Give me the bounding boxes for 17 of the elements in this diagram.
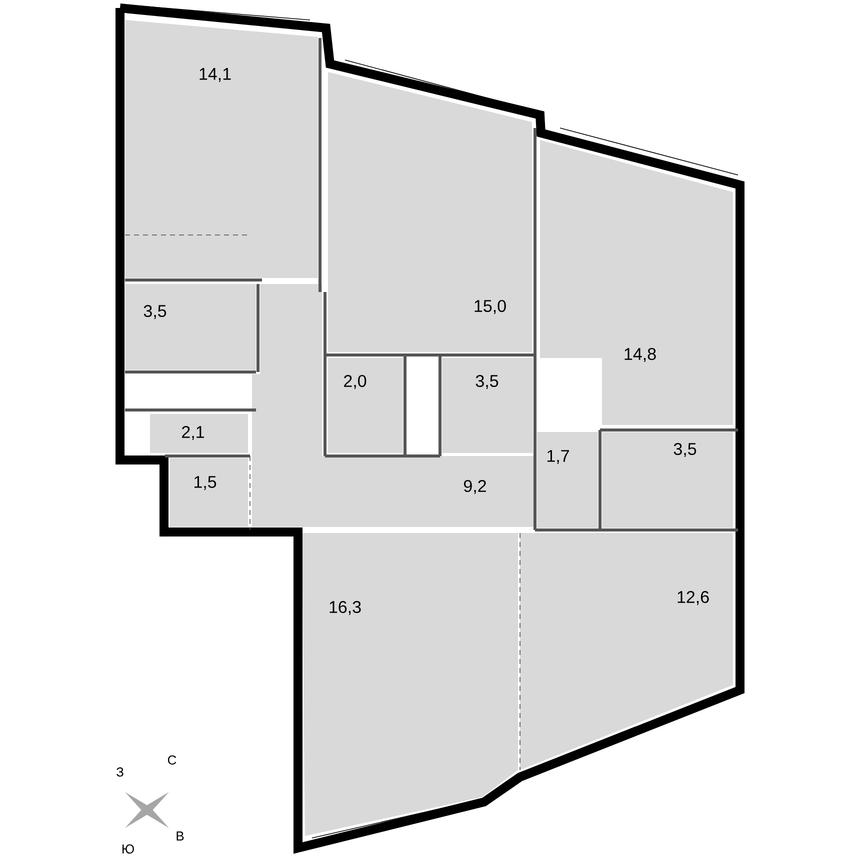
area-label: 2,0: [344, 374, 366, 390]
area-label: 1,5: [194, 476, 216, 490]
area-label: 12,6: [678, 590, 709, 606]
area-label: 3,5: [674, 442, 696, 458]
area-label: 14,1: [200, 68, 231, 82]
area-label: 1,7: [548, 450, 569, 464]
compass-letter: В: [176, 832, 184, 840]
compass-letter: Ю: [122, 844, 134, 854]
compass-letter: З: [116, 767, 124, 777]
area-label: 3,5: [144, 304, 166, 320]
area-label: 14,8: [624, 348, 656, 362]
area-label: 3,5: [476, 374, 498, 390]
area-label: 16,3: [330, 600, 361, 616]
area-label: 2,1: [182, 426, 204, 440]
area-label: 9,2: [464, 480, 486, 494]
compass-letter: С: [168, 755, 176, 765]
area-label: 15,0: [474, 300, 506, 314]
